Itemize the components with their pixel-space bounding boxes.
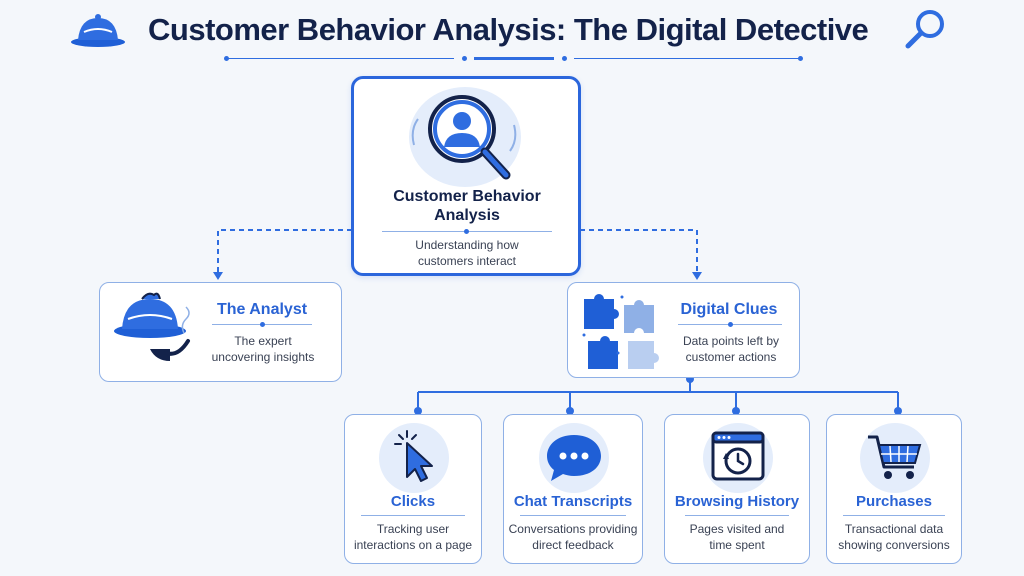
history-title: Browsing History (674, 493, 800, 510)
chat-description: Conversations providing direct feedback (508, 522, 638, 552)
analyst-title: The Analyst (216, 301, 308, 318)
clicks-card: Clicks Tracking user interactions on a p… (344, 414, 482, 564)
shopping-cart-icon (868, 435, 922, 479)
chat-transcripts-card: Chat Transcripts Conversations providing… (503, 414, 643, 564)
cursor-click-icon (394, 430, 433, 482)
digital-clues-card: Digital Clues Data points left by custom… (567, 282, 800, 378)
analyst-card: The Analyst The expert uncovering insigh… (99, 282, 342, 382)
detective-hat-pipe-icon (114, 292, 190, 361)
title-underline (224, 56, 803, 61)
magnifier-icon (905, 10, 944, 49)
clicks-description: Tracking user interactions on a page (353, 522, 473, 552)
history-window-icon (711, 431, 765, 481)
central-title: Customer Behavior Analysis (393, 188, 541, 224)
purchases-title: Purchases (856, 493, 932, 510)
purchases-description: Transactional data showing conversions (838, 522, 950, 552)
puzzle-pieces-icon (582, 294, 659, 369)
central-description: Understanding how customers interact (415, 238, 519, 268)
clicks-title: Clicks (390, 493, 436, 510)
central-card: Customer Behavior Analysis Understanding… (351, 76, 581, 276)
chat-bubble-icon (547, 435, 601, 481)
detective-hat-icon (71, 14, 125, 47)
browsing-history-card: Browsing History Pages visited and time … (664, 414, 810, 564)
clues-description: Data points left by customer actions (682, 334, 780, 364)
clues-title: Digital Clues (680, 301, 778, 318)
chat-title: Chat Transcripts (513, 493, 633, 510)
page-title: Customer Behavior Analysis: The Digital … (148, 12, 869, 47)
analyst-description: The expert uncovering insights (211, 334, 315, 364)
purchases-card: Purchases Transactional data showing con… (826, 414, 962, 564)
history-description: Pages visited and time spent (689, 522, 785, 552)
person-magnifier-icon (411, 95, 517, 180)
